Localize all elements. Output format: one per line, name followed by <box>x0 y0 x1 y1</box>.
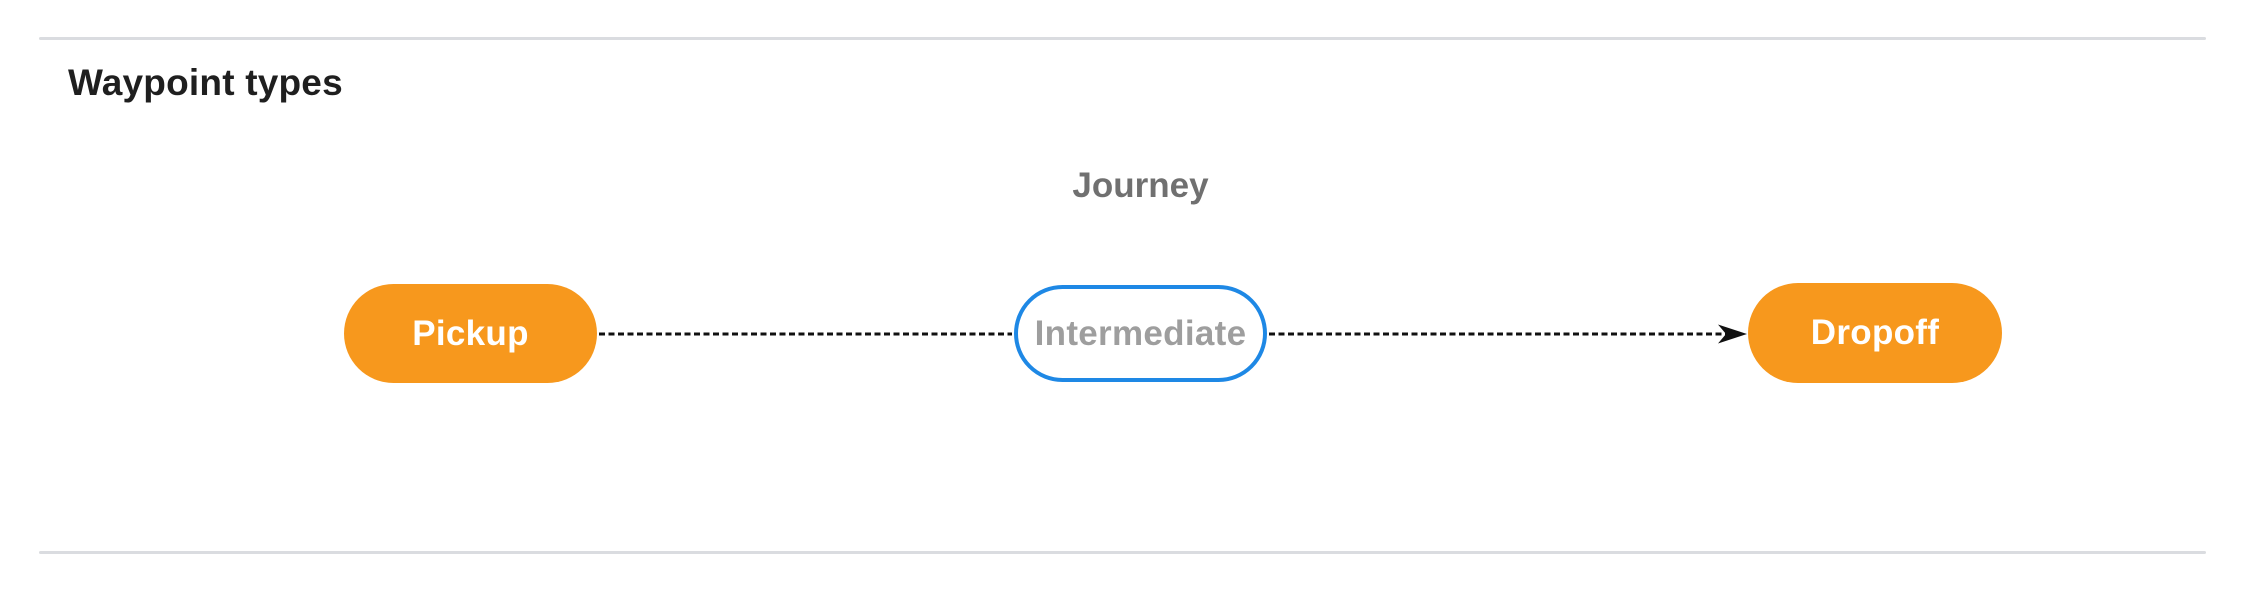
node-intermediate: Intermediate <box>1014 285 1267 382</box>
section-title: Waypoint types <box>68 62 343 103</box>
node-dropoff-label: Dropoff <box>1810 313 1940 352</box>
node-intermediate-label: Intermediate <box>1034 313 1247 353</box>
bottom-divider <box>39 551 2206 554</box>
node-pickup: Pickup <box>344 284 597 383</box>
arrowhead-icon <box>1718 324 1747 344</box>
top-divider <box>39 37 2206 40</box>
journey-label: Journey <box>1072 166 1209 205</box>
node-pickup-label: Pickup <box>412 313 529 353</box>
node-dropoff: Dropoff <box>1748 283 2002 383</box>
